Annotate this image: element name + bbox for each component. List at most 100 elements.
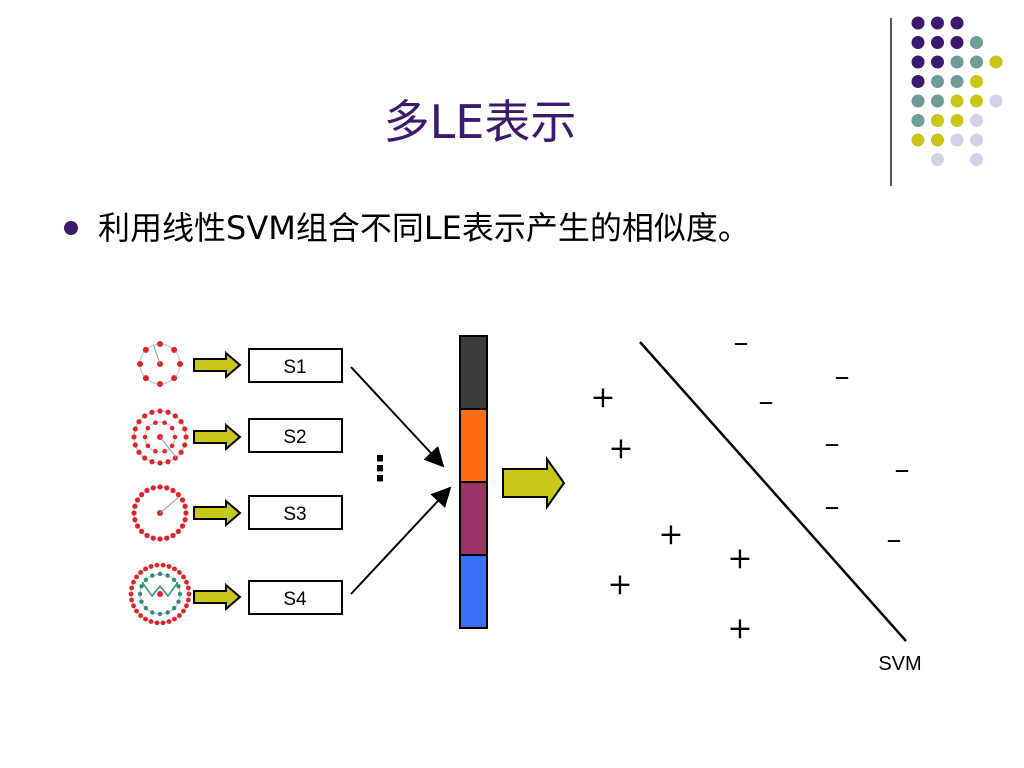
sample-point [169,443,175,449]
plus-sample: + [727,541,752,576]
sample-point [142,434,148,440]
sample-point [172,413,178,419]
sample-point [154,562,160,568]
decor-dot [931,94,944,108]
sample-point [131,579,136,585]
block-arrow-1 [193,350,242,380]
pattern-icon-s4 [128,562,192,626]
sample-point [149,459,155,465]
sample-point [179,523,186,529]
decor-dot [950,16,964,30]
sample-point [143,577,149,583]
sample-point [166,564,172,569]
decor-dot [970,36,983,49]
sample-point [139,492,145,498]
sample-point [172,616,177,622]
sample-point [131,434,137,440]
sample-point [178,419,184,425]
sample-point [139,528,145,534]
sample-point [131,603,136,609]
decor-dot [970,153,983,166]
decor-dot [989,94,1003,108]
descriptor-box-s4: S4 [248,580,343,615]
sample-point [181,574,186,580]
plus-sample: + [658,517,683,552]
sample-point [136,419,142,425]
decor-dot [950,133,964,147]
decor-dot [931,16,944,30]
sample-point [169,425,175,431]
bullet-marker [64,221,78,235]
sample-point [142,346,149,353]
sample-point [144,487,150,494]
minus-sample: – [895,452,910,487]
sample-point [177,613,182,618]
sample-point [157,536,163,542]
sample-point [160,562,166,568]
sample-point [172,566,177,572]
sample-point [154,620,160,626]
sample-point [144,532,150,539]
header-divider [890,18,892,186]
decor-dot [931,114,944,127]
sample-point [157,341,163,347]
sample-point [177,591,183,597]
sample-point [172,455,178,461]
slide-title: 多LE表示 [383,95,577,149]
sample-point [170,532,176,539]
decor-dot [931,133,944,147]
sample-point [148,619,154,624]
sample-point [134,608,139,614]
svm-label: SVM [878,653,921,675]
sample-point [142,375,149,382]
decor-dot [911,133,925,147]
sample-point [150,610,155,615]
descriptor-label-s3: S3 [283,504,306,525]
feature-segment-3 [459,481,488,556]
sample-point [153,448,158,454]
big-arrow-to-svm [502,455,566,511]
sample-point [171,375,178,382]
feature-segment-2 [459,408,488,483]
sample-point [182,426,188,432]
sample-point [165,610,170,615]
descriptor-box-s3: S3 [248,495,343,530]
minus-sample: – [887,522,902,557]
sample-point [138,613,143,618]
sample-point [177,361,183,367]
decor-dot [911,55,925,69]
sample-point [157,408,163,414]
decor-dot [970,94,983,108]
decor-dot [931,36,944,49]
plus-sample: + [607,567,632,602]
decor-dot [931,153,944,166]
sample-point [157,381,163,387]
minus-sample: – [759,384,774,419]
decor-dot [950,36,964,49]
sample-point [129,585,135,591]
sample-point [145,425,151,431]
sample-point [176,599,181,604]
sample-point [132,426,138,432]
pattern-icon-s2 [131,408,189,466]
sample-point [139,599,144,604]
sample-point [134,523,141,529]
plus-sample: + [608,431,633,466]
decor-dot [931,55,944,69]
sample-point [182,442,188,448]
decor-dot [989,55,1003,69]
sample-point [165,409,171,415]
sample-point [131,510,137,516]
feature-segment-4 [459,554,488,629]
plus-sample: + [590,380,615,415]
sample-point [134,497,141,503]
sample-point [171,577,177,583]
descriptor-label-s4: S4 [283,589,307,610]
sample-point [132,442,138,448]
sample-point [134,574,139,580]
pattern-icon-s1 [137,341,183,387]
descriptor-box-s2: S2 [248,418,343,453]
sample-point [142,413,148,419]
minus-sample: – [825,489,840,524]
